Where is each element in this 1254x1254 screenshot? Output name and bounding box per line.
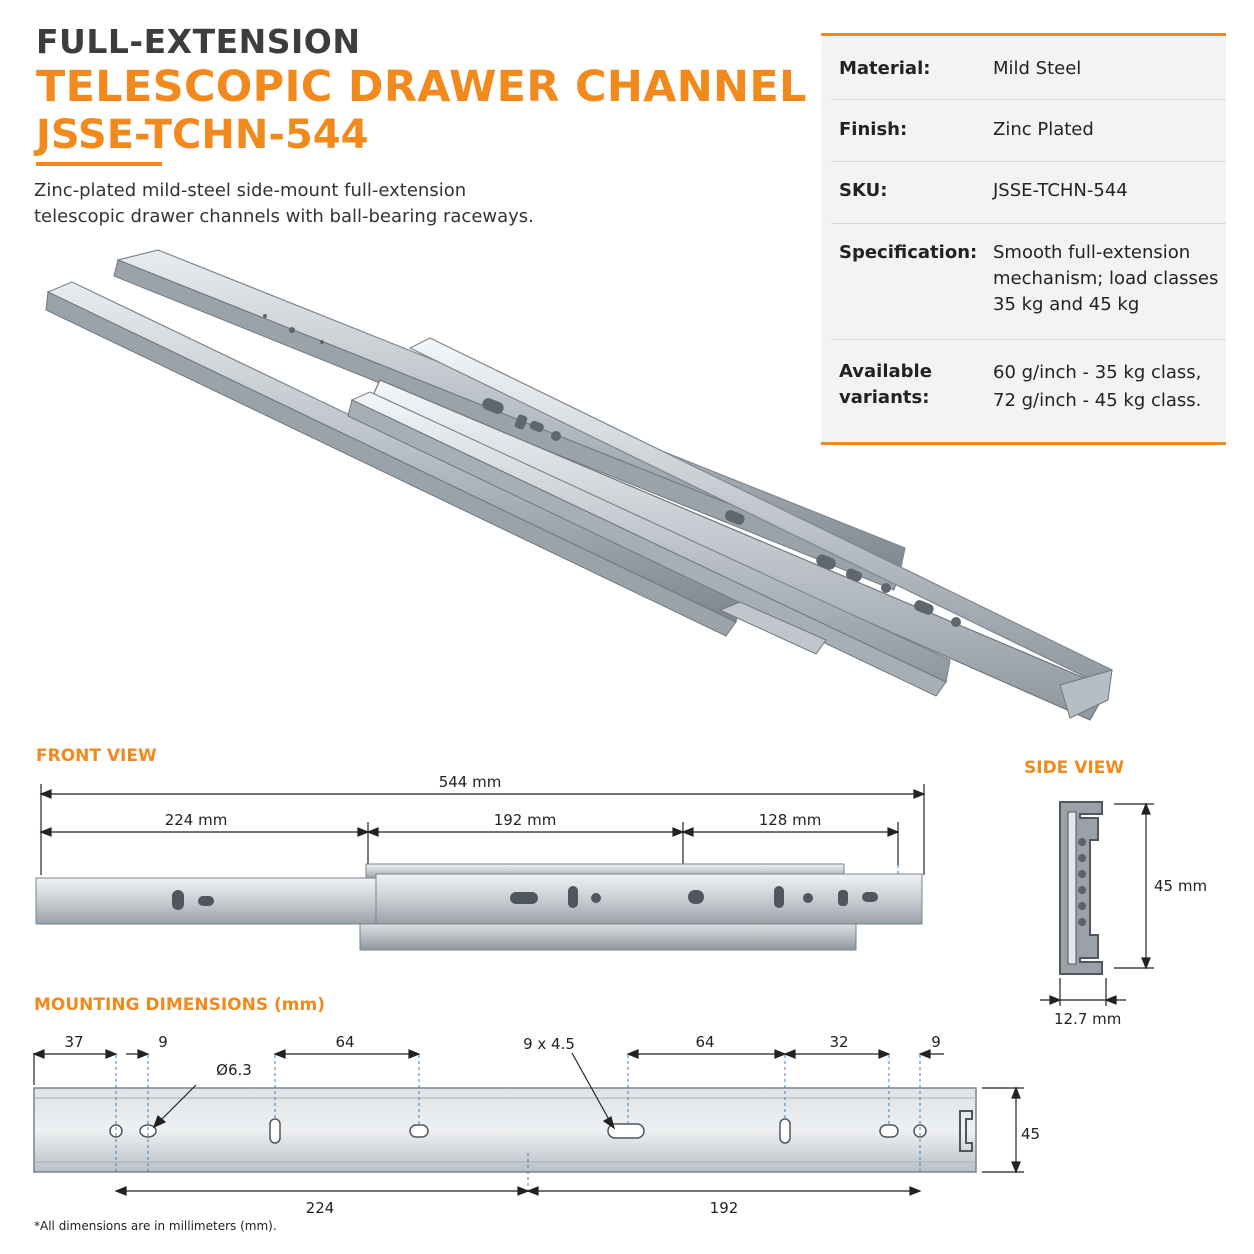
mounting-title: MOUNTING DIMENSIONS (mm)	[34, 995, 325, 1015]
mounting-drawing: 37 9 Ø6.3 64 9 x 4.5 64 32 9 45 224 192	[32, 1033, 1040, 1217]
mounting-holes	[263, 314, 961, 627]
side-view-drawing: 45 mm 12.7 mm	[1040, 801, 1207, 1028]
dim-64-left: 64	[335, 1033, 354, 1051]
product-title: TELESCOPIC DRAWER CHANNEL	[36, 62, 807, 112]
dim-slot: 9 x 4.5	[523, 1035, 575, 1053]
spec-row-sku: SKU: JSSE-TCHN-544	[831, 161, 1226, 224]
dim-9-left: 9	[158, 1033, 168, 1051]
eyebrow-title: FULL-EXTENSION	[36, 22, 361, 61]
dim-seg3: 128 mm	[759, 811, 822, 829]
dim-32: 32	[829, 1033, 848, 1051]
model-number: JSSE-TCHN-544	[36, 112, 369, 158]
channel-back	[113, 249, 1113, 721]
dim-64-right: 64	[695, 1033, 714, 1051]
side-view-title: SIDE VIEW	[1024, 758, 1125, 778]
dim-bottom-224: 224	[306, 1199, 335, 1217]
footnote: *All dimensions are in millimeters (mm).	[34, 1219, 277, 1233]
spec-row-material: Material: Mild Steel	[831, 36, 1226, 100]
spec-table: Material: Mild Steel Finish: Zinc Plated…	[821, 33, 1226, 445]
dim-height-45: 45	[1021, 1125, 1040, 1143]
side-width: 12.7 mm	[1054, 1010, 1121, 1028]
spec-row-specification: Specification: Smooth full-extension mec…	[831, 223, 1226, 340]
front-view-title: FRONT VIEW	[36, 746, 157, 766]
dim-bottom-192: 192	[710, 1199, 739, 1217]
spec-row-finish: Finish: Zinc Plated	[831, 99, 1226, 162]
channel-front	[45, 281, 951, 697]
product-photo	[45, 249, 1113, 721]
dim-seg2: 192 mm	[494, 811, 557, 829]
dim-hole-diameter: Ø6.3	[216, 1061, 252, 1079]
dim-37: 37	[64, 1033, 83, 1051]
dim-9-right: 9	[931, 1033, 941, 1051]
product-description: Zinc-plated mild-steel side-mount full-e…	[34, 180, 534, 227]
front-view-drawing: 544 mm 224 mm 192 mm 128 mm	[35, 773, 926, 951]
side-height: 45 mm	[1154, 877, 1207, 895]
spec-row-variants: Available variants: 60 g/inch - 35 kg cl…	[839, 361, 1202, 411]
dim-total: 544 mm	[439, 773, 502, 791]
title-underline	[36, 162, 162, 166]
dim-seg1: 224 mm	[165, 811, 228, 829]
